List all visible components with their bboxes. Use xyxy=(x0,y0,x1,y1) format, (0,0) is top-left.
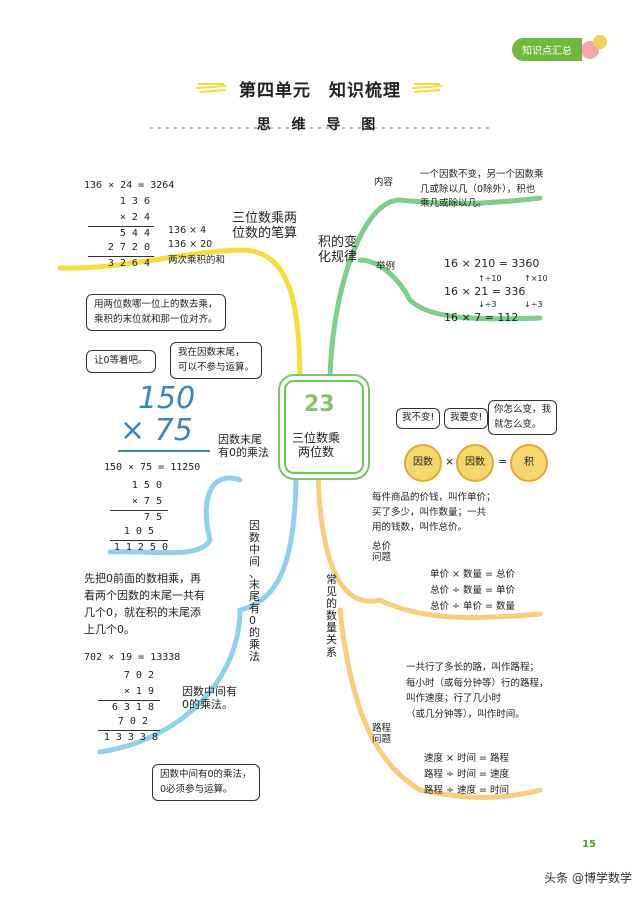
route-formula: 路程 ÷ 速度 = 时间 xyxy=(424,785,509,796)
speech-2: 我要变! xyxy=(444,408,489,429)
tip-bubble-tail: 我在因数末尾， 可以不参与运算。 xyxy=(170,342,263,380)
section-tag: 知识点汇总 xyxy=(512,38,582,61)
calc3-row: × 1 9 xyxy=(123,686,154,697)
calc2-row: 1 1 2 5 0 xyxy=(113,542,168,553)
calc3-row: 6 3 1 8 xyxy=(111,702,154,713)
big-calc-bottom: × 75 xyxy=(120,413,193,448)
calc3-header: 702 × 19 = 13338 xyxy=(84,652,181,663)
zongjia-formula: 总价 ÷ 单价 = 数量 xyxy=(430,601,515,612)
topic-zhongjian: 因数中间有 0的乘法。 xyxy=(182,685,237,711)
op-equals: = xyxy=(498,455,508,468)
calc3-row: 7 0 2 xyxy=(123,670,154,681)
calc1-note: 136 × 4 xyxy=(168,225,207,236)
center-label: 三位数乘 两位数 xyxy=(292,431,341,459)
sun-product: 积 xyxy=(510,444,548,482)
arrow-note: ↑÷10 xyxy=(478,274,502,283)
topic-guilv: 积的变 化规律 xyxy=(318,235,358,265)
route-formula: 速度 × 时间 = 路程 xyxy=(424,753,509,764)
tail-zero-note: 先把0前面的数相乘，再 看两个因数的末尾一共有 几个0，就在积的末尾添 上几个0… xyxy=(84,572,205,637)
speech-3: 你怎么变，我 就怎么变。 xyxy=(488,400,558,436)
arrow-note: ↑×10 xyxy=(524,274,548,283)
topic-weiling: 因数末尾 有0的乘法 xyxy=(218,433,269,459)
calc1-row: 1 3 6 xyxy=(119,196,150,207)
calc1-note: 136 × 20 xyxy=(168,239,213,250)
calc1-row: 3 2 6 4 xyxy=(107,258,150,269)
juli-label: 举例 xyxy=(376,261,396,272)
tip-bubble-middle: 因数中间有0的乘法， 0必须参与运算。 xyxy=(152,764,260,802)
page-subtitle: 思 维 导 图 xyxy=(256,117,384,133)
tip-bubble-align: 用两位数哪一位上的数去乘， 乘积的末位就和那一位对齐。 xyxy=(86,294,226,332)
calc1-row: × 2 4 xyxy=(119,212,150,223)
page-number: 15 xyxy=(582,839,596,850)
luchen-label: 路程 问题 xyxy=(372,723,392,745)
page-title: 第四单元 知识梳理 xyxy=(239,81,401,101)
calc3-row: 1 3 3 3 8 xyxy=(103,732,158,743)
example-1: 16 × 210 = 3360 xyxy=(444,257,540,270)
tip-bubble-zero: 让0等着吧。 xyxy=(86,350,156,373)
neirong-label: 内容 xyxy=(374,177,394,188)
topic-shuliang: 常 见 的 数 量 关 系 xyxy=(326,573,337,659)
arrow-note: ↓÷3 xyxy=(524,300,543,309)
calc1-note: 两次乘积的和 xyxy=(168,255,226,266)
sun-factor-1: 因数 xyxy=(404,444,442,482)
calc3-row: 7 0 2 xyxy=(117,716,148,727)
example-3: 16 × 7 = 112 xyxy=(444,311,519,324)
neirong-text: 一个因数不变，另一个因数乘 几或除以几（0除外），积也 乘几或除以几。 xyxy=(420,169,544,210)
topic-bishu: 三位数乘两 位数的笔算 xyxy=(232,211,298,241)
center-node: 23 三位数乘 两位数 xyxy=(284,380,364,474)
big-calc-top: 150 xyxy=(138,381,196,416)
route-formula: 路程 ÷ 时间 = 速度 xyxy=(424,769,509,780)
watermark: 头条 @博学数学 xyxy=(544,871,632,885)
topic-zhongjian-ling: 因 数 中 间 、 末 尾 有 0 的 乘 法 xyxy=(249,519,260,663)
calc2-row: 7 5 xyxy=(143,512,162,523)
center-graphic: 23 xyxy=(304,392,335,417)
calc2-row: 1 0 5 xyxy=(123,526,154,537)
price-def: 每件商品的价钱，叫作单价； 买了多少，叫作数量；一共 用的钱数，叫作总价。 xyxy=(372,492,496,534)
zongjia-formula: 单价 × 数量 = 总价 xyxy=(430,569,515,580)
calc2-row: × 7 5 xyxy=(131,496,162,507)
op-times: × xyxy=(445,455,455,468)
example-2: 16 × 21 = 336 xyxy=(444,285,526,298)
calc2-row: 1 5 0 xyxy=(131,480,162,491)
calc1-row: 5 4 4 xyxy=(119,228,150,239)
sun-factor-2: 因数 xyxy=(456,444,494,482)
arrow-note: ↓÷3 xyxy=(478,300,497,309)
zongjia-formula: 总价 ÷ 数量 = 单价 xyxy=(430,585,515,596)
calc1-row: 2 7 2 0 xyxy=(107,242,150,253)
calc2-header: 150 × 75 = 11250 xyxy=(104,462,201,473)
zongjia-label: 总价 问题 xyxy=(372,541,392,563)
route-def: 一共行了多长的路，叫作路程； 每小时（或每分钟等）行的路程， 叫作速度；行了几小… xyxy=(406,662,549,721)
calc1-header: 136 × 24 = 3264 xyxy=(84,180,175,191)
speech-1: 我不变! xyxy=(396,408,441,429)
